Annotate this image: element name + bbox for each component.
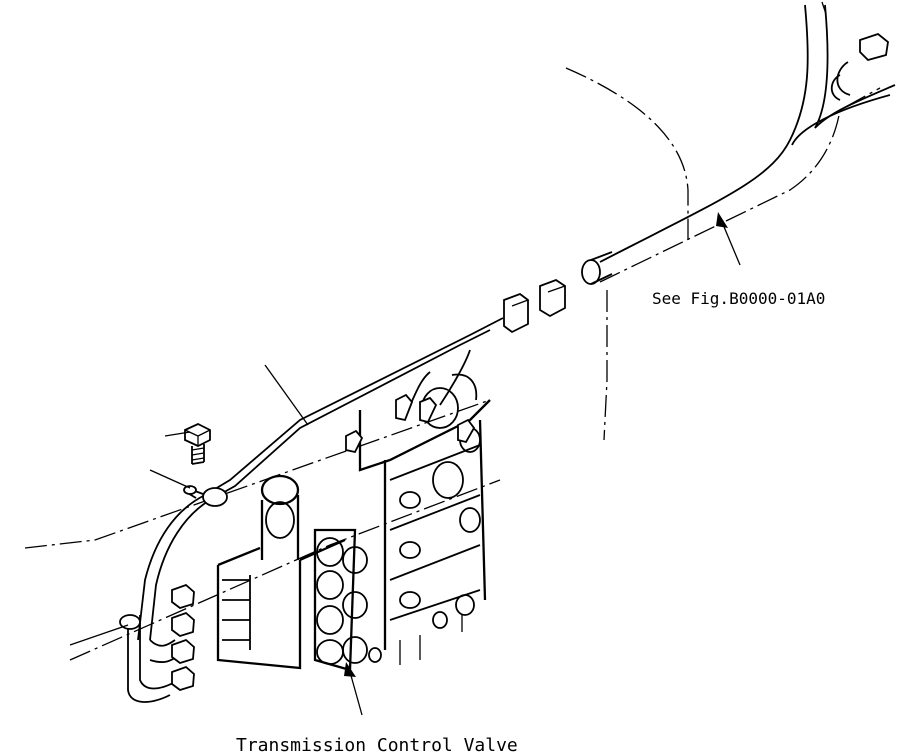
bolt-icon [184,423,211,465]
lower-left-connectors [119,583,195,703]
valve-label: Transmission Control Valve [236,735,518,755]
harness-connectors [503,278,566,334]
frame-outline [24,67,881,661]
main-harness [581,1,896,285]
leader-lines [69,212,741,716]
transmission-control-valve [216,373,491,672]
see-fig-label: See Fig.B0000-01A0 [652,289,825,308]
